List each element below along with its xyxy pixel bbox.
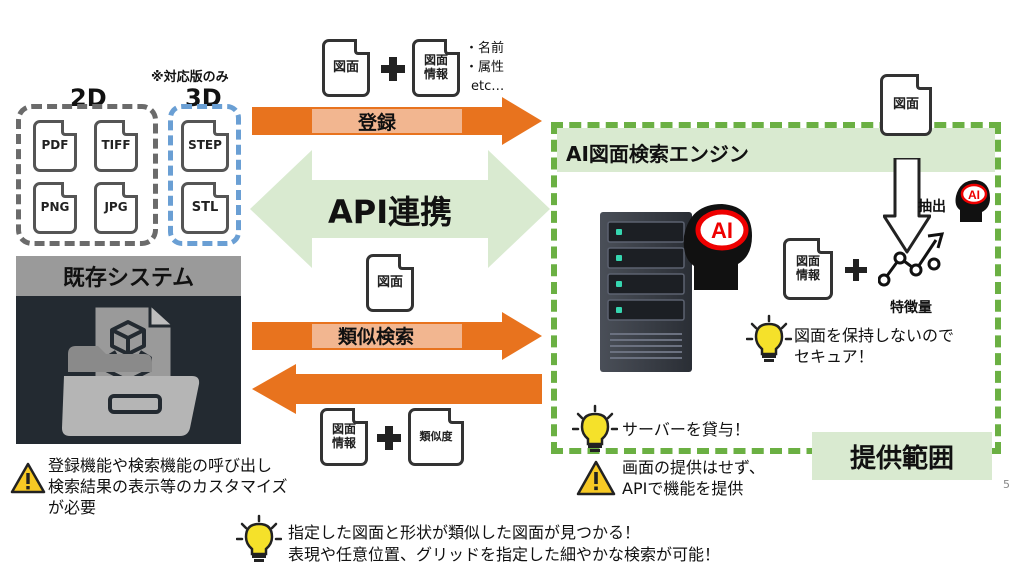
server-note: サーバーを貸与！ — [622, 420, 750, 439]
pdf-label: PDF — [41, 138, 69, 153]
customization-note-line-2: 検索結果の表示等のカスタマイズ — [48, 476, 288, 496]
plus-icon — [381, 57, 405, 81]
attribute-etc: etc… — [471, 78, 505, 94]
ai-engine-title: AI図面検索エンジン — [566, 142, 749, 166]
scope-label-box: 提供範囲 — [812, 432, 992, 480]
step-file-icon: STEP — [181, 120, 229, 172]
ai-small-badge-text: AI — [968, 188, 980, 202]
register-label: 登録 — [358, 112, 397, 134]
plus-icon — [845, 259, 867, 281]
ai-head-icon: AI — [683, 204, 752, 290]
extract-down-arrow — [883, 158, 931, 254]
lightbulb-icon — [236, 514, 282, 562]
customization-note-line-1: 登録機能や検索機能の呼び出し — [48, 456, 273, 475]
png-label: PNG — [40, 200, 70, 215]
search-feature-note-line-2: 表現や任意位置、グリッドを指定した細やかな検索が可能！ — [288, 544, 721, 564]
ai-engine-boundary — [551, 122, 1001, 454]
drawing-info-doc-engine: 図面 情報 — [783, 238, 833, 300]
similarity-doc: 類似度 — [408, 408, 464, 466]
provide-note: 画面の提供はせず、 APIで機能を提供 — [622, 458, 765, 500]
secure-note-line-1: 図面を保持しないので — [794, 326, 955, 345]
2d-formats-group — [16, 104, 158, 246]
attribute-name: ・名前 — [465, 41, 505, 56]
search-feature-note: 指定した図面と形状が類似した図面が見つかる！ 表現や任意位置、グリッドを指定した… — [288, 522, 720, 565]
search-label: 類似検索 — [338, 326, 415, 348]
ai-head-small-icon: AI — [955, 180, 990, 222]
drawing-doc-search: 図面 — [366, 254, 414, 312]
warning-icon — [10, 462, 46, 494]
page-number: 5 — [1003, 478, 1010, 491]
drawing-doc-search-label: 図面 — [376, 274, 403, 290]
feature-graph-icon — [878, 232, 945, 287]
drawing-doc-engine: 図面 — [880, 74, 932, 136]
drawing-info-doc-result: 図面 情報 — [320, 408, 368, 466]
ai-badge-text: AI — [711, 218, 733, 243]
attribute-property: ・属性 — [465, 59, 505, 75]
existing-system-title: 既存システム — [62, 266, 195, 291]
tiff-label: TIFF — [101, 138, 131, 153]
3d-formats-group — [168, 104, 241, 246]
server-icon — [600, 212, 692, 372]
lightbulb-icon — [746, 314, 792, 362]
existing-system-panel — [16, 296, 241, 444]
stl-file-icon: STL — [181, 182, 229, 234]
api-label: API連携 — [328, 193, 453, 231]
tiff-file-icon: TIFF — [94, 120, 138, 172]
search-feature-note-line-1: 指定した図面と形状が類似した図面が見つかる！ — [288, 523, 641, 542]
register-arrow — [252, 97, 542, 145]
step-label: STEP — [188, 138, 222, 153]
extract-label: 抽出 — [918, 199, 946, 215]
warning-icon — [576, 460, 616, 496]
drawing-info-doc-register: 図面 情報 — [412, 39, 460, 97]
drawing-info-doc-engine-label: 図面 情報 — [795, 254, 820, 282]
drawing-info-doc-result-label: 図面 情報 — [331, 422, 356, 450]
result-return-arrow — [252, 364, 542, 414]
jpg-label: JPG — [104, 200, 128, 215]
similarity-doc-label: 類似度 — [419, 429, 453, 443]
customization-note: 登録機能や検索機能の呼び出し 検索結果の表示等のカスタマイズ が必要 — [48, 456, 288, 518]
secure-note: 図面を保持しないので セキュア！ — [794, 326, 954, 368]
existing-system-header: 既存システム — [16, 256, 241, 296]
customization-note-line-3: が必要 — [48, 497, 97, 517]
scope-label: 提供範囲 — [849, 443, 954, 474]
png-file-icon: PNG — [33, 182, 77, 234]
stl-label: STL — [191, 199, 219, 215]
drawing-doc-register-label: 図面 — [332, 59, 359, 75]
drawing-info-doc-register-label: 図面 情報 — [423, 53, 448, 81]
api-double-arrow — [250, 150, 550, 268]
provide-note-line-2: APIで機能を提供 — [622, 478, 744, 498]
lightbulb-icon — [572, 404, 618, 452]
attribute-list: ・名前 ・属性 etc… — [465, 40, 504, 97]
drawing-doc-register: 図面 — [322, 39, 370, 97]
feature-label: 特徴量 — [890, 300, 932, 316]
provide-note-line-1: 画面の提供はせず、 — [622, 458, 765, 477]
search-arrow — [252, 312, 542, 360]
jpg-file-icon: JPG — [94, 182, 138, 234]
drawing-doc-engine-label: 図面 — [892, 96, 919, 112]
folder-cube-icon — [62, 304, 200, 436]
pdf-file-icon: PDF — [33, 120, 77, 172]
secure-note-line-2: セキュア！ — [794, 346, 874, 366]
plus-icon — [377, 426, 401, 450]
only-supported-note: ※対応版のみ — [151, 70, 229, 85]
